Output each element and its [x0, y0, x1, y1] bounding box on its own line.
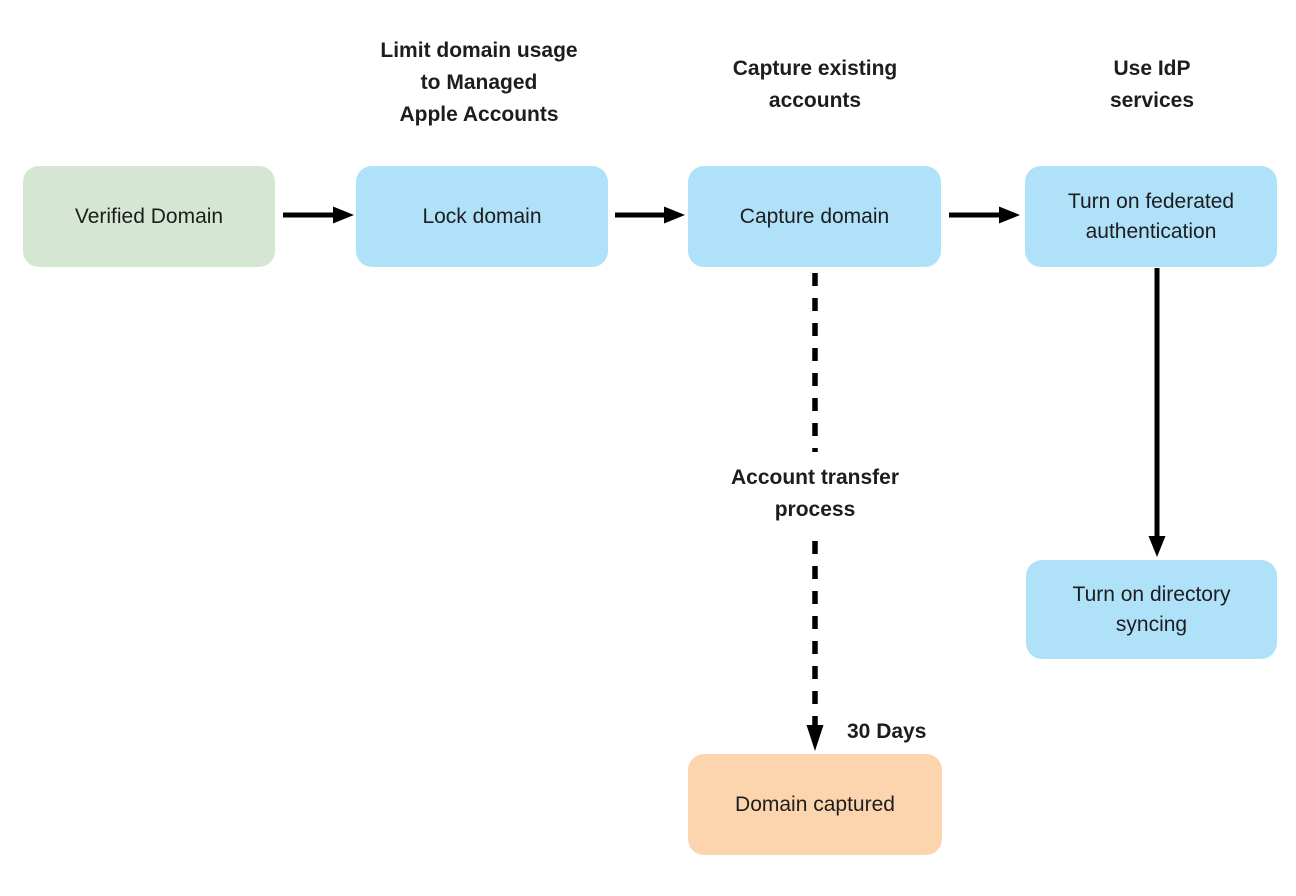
- arrow-federated-to-directory: [1148, 268, 1166, 557]
- note-idp-services-line1: Use IdP: [1113, 57, 1191, 80]
- node-federated-auth: Turn on federated authentication: [1025, 166, 1277, 267]
- arrow-verified-to-lock: [283, 206, 354, 224]
- node-capture-domain-label: Capture domain: [739, 204, 890, 228]
- node-directory-syncing-label-line2: syncing: [1115, 612, 1188, 636]
- node-directory-syncing-label-line1: Turn on directory: [1072, 582, 1231, 606]
- note-account-transfer-line2: process: [774, 498, 856, 521]
- note-account-transfer-line1: Account transfer: [730, 466, 900, 489]
- note-idp-services-line2: services: [1109, 89, 1195, 112]
- note-limit-domain-usage-line1: Limit domain usage: [380, 39, 578, 62]
- arrow-capture-to-federated: [949, 206, 1020, 224]
- note-limit-domain-usage: Limit domain usage to Managed Apple Acco…: [380, 35, 577, 131]
- node-directory-syncing: Turn on directory syncing: [1026, 560, 1277, 659]
- note-idp-services: Use IdP services: [1110, 53, 1194, 117]
- note-capture-existing-line1: Capture existing: [732, 57, 898, 80]
- note-capture-existing: Capture existing accounts: [733, 53, 898, 117]
- arrow-lock-to-capture: [615, 206, 685, 224]
- note-30-days: 30 Days: [847, 720, 927, 743]
- node-lock-domain: Lock domain: [356, 166, 608, 267]
- node-domain-captured-label: Domain captured: [735, 792, 895, 816]
- node-lock-domain-label: Lock domain: [422, 204, 542, 228]
- note-limit-domain-usage-line3: Apple Accounts: [399, 103, 559, 126]
- note-account-transfer: Account transfer process: [731, 462, 899, 526]
- node-federated-auth-label-line2: authentication: [1085, 219, 1217, 243]
- node-capture-domain: Capture domain: [688, 166, 941, 267]
- note-limit-domain-usage-line2: to Managed: [420, 71, 538, 94]
- note-capture-existing-line2: accounts: [768, 89, 862, 112]
- node-domain-captured: Domain captured: [688, 754, 942, 855]
- node-federated-auth-label-line1: Turn on federated: [1067, 189, 1235, 213]
- node-verified-domain: Verified Domain: [23, 166, 275, 267]
- node-verified-domain-label: Verified Domain: [74, 204, 224, 228]
